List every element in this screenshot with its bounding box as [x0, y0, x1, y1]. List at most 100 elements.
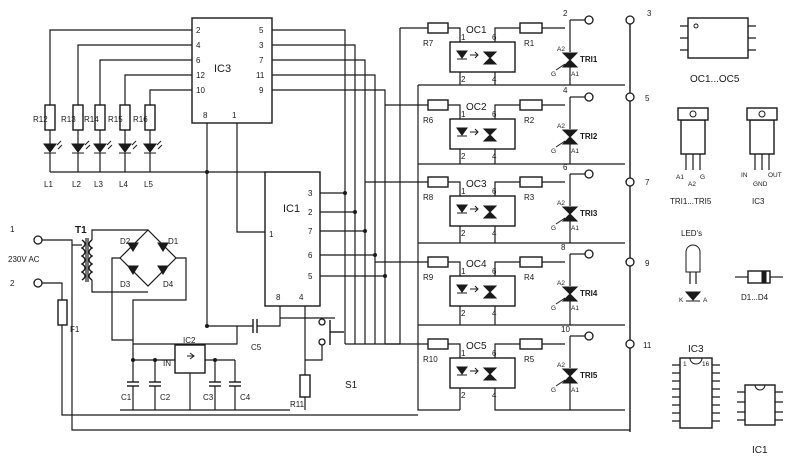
legend-pin: GND [753, 181, 768, 188]
ic1-pin: 4 [299, 293, 304, 302]
transformer-label: T1 [75, 225, 87, 236]
output-channel-4: R9 OC4 1 6 2 4 R4 A2 G A1 TRI4 8 [423, 243, 598, 325]
diode-label: D3 [120, 280, 131, 289]
regulator-pin-label: IN [163, 359, 171, 368]
led-label: L4 [119, 180, 128, 189]
switch-s1: S1 R11 [280, 317, 358, 410]
ic3-pin: 1 [232, 111, 237, 120]
led-channel: R13 L2 [61, 104, 91, 189]
diode-label: D4 [163, 280, 174, 289]
legend-pin: OUT [768, 172, 782, 179]
terminal-label: 7 [645, 178, 650, 187]
ic3-pin: 2 [196, 26, 201, 35]
resistor-label: R8 [423, 193, 434, 202]
legend-pin: G [700, 174, 705, 181]
transformer-t1: T1 [72, 225, 148, 293]
oc-pin: 2 [461, 309, 466, 318]
ic3-label: IC3 [214, 63, 231, 75]
triac-pin: G [551, 71, 556, 78]
terminal-label: 10 [561, 325, 570, 334]
oc-input-bus [365, 27, 625, 411]
ic3-pin: 6 [196, 56, 201, 65]
optocoupler-label: OC2 [466, 102, 487, 113]
mains-input: 1 2 230V AC F1 [8, 225, 630, 431]
legend-led: LED's K A [679, 229, 708, 304]
output-rail: 3 5 7 9 11 [625, 9, 652, 432]
resistor-label: R10 [423, 355, 438, 364]
legend-ic3-dip: IC3 1 16 [672, 344, 720, 429]
optocoupler-label: OC5 [466, 341, 487, 352]
triac-label: TRI5 [580, 371, 598, 380]
oc-pin: 1 [461, 110, 466, 119]
legend-pin: IN [741, 172, 748, 179]
triac-label: TRI1 [580, 55, 598, 64]
ic3-led-wires [49, 29, 192, 105]
capacitor-label: C1 [121, 393, 132, 402]
terminal-label: 9 [645, 259, 650, 268]
triac-pin: A2 [557, 200, 565, 207]
legend-pin: A1 [676, 174, 684, 181]
led-section: R12 L1 R13 L2 R14 L3 [33, 104, 265, 189]
optocoupler-label: OC4 [466, 259, 487, 270]
regulator-label: IC2 [183, 336, 196, 345]
diode-label: D2 [120, 237, 131, 246]
capacitor-label: C2 [160, 393, 171, 402]
diode-label: D1 [168, 237, 179, 246]
legend-label: IC3 [752, 197, 765, 206]
resistor-label: R11 [290, 400, 305, 409]
capacitor-label: C5 [251, 343, 262, 352]
ic3-bottom-wires [205, 123, 265, 328]
legend-label: IC1 [752, 445, 768, 456]
capacitor-label: C3 [203, 393, 214, 402]
terminal-label: 1 [10, 225, 15, 234]
ic3-pin: 8 [203, 111, 208, 120]
resistor-label: R13 [61, 115, 76, 124]
led-channel: R15 L4 [108, 104, 138, 189]
legend-label: TRI1...TRI5 [670, 197, 712, 206]
terminal-label: 2 [563, 9, 568, 18]
led-channel: R12 L1 [33, 104, 63, 189]
bridge-rectifier: D2 D1 D3 D4 [111, 229, 187, 378]
oc-pin: 1 [461, 267, 466, 276]
oc-pin: 2 [461, 229, 466, 238]
resistor-label: R1 [524, 39, 535, 48]
legend-pin: A2 [688, 181, 696, 188]
terminal-label: 8 [561, 243, 566, 252]
triac-pin: A1 [571, 305, 579, 312]
resistor-label: R14 [84, 115, 99, 124]
ic1-chip: IC1 1 3 2 7 6 5 8 4 [264, 171, 321, 307]
ic3-chip: IC3 2 4 6 12 10 5 3 7 11 9 8 1 [191, 17, 273, 124]
ic1-pin: 3 [308, 189, 313, 198]
legend-label: LED's [681, 229, 702, 238]
resistor-label: R5 [524, 355, 535, 364]
resistor-label: R3 [524, 193, 535, 202]
led-label: L5 [144, 180, 153, 189]
legend-label: D1...D4 [741, 293, 769, 302]
triac-pin: G [551, 148, 556, 155]
capacitors: C1 C2 C3 C4 C5 [120, 306, 306, 411]
terminal-label: 11 [643, 341, 652, 350]
ic3-to-oc-wires [272, 29, 386, 344]
resistor-label: R4 [524, 273, 535, 282]
triac-label: TRI4 [580, 289, 598, 298]
triac-pin: A2 [557, 362, 565, 369]
terminal-label: 3 [647, 9, 652, 18]
ic1-pin: 5 [308, 272, 313, 281]
mains-label: 230V AC [8, 255, 40, 264]
led-label: L2 [72, 180, 81, 189]
terminal-label: 5 [645, 94, 650, 103]
terminal-label: 6 [563, 163, 568, 172]
ic3-pin: 12 [196, 71, 205, 80]
output-channel-5: R10 OC5 1 6 2 4 R5 A2 G A1 TRI5 10 [423, 325, 625, 411]
triac-label: TRI3 [580, 209, 598, 218]
triac-label: TRI2 [580, 132, 598, 141]
legend-triac-package: A1 A2 G TRI1...TRI5 [670, 107, 712, 206]
triac-pin: A1 [571, 225, 579, 232]
resistor-label: R2 [524, 116, 535, 125]
led-channel: R14 L3 [84, 104, 113, 189]
ic3-pin: 4 [196, 41, 201, 50]
output-channel-2: R6 OC2 1 6 2 4 R2 A2 G A1 TRI2 4 [423, 86, 598, 164]
oc-pin: 1 [461, 33, 466, 42]
oc-pin: 1 [461, 187, 466, 196]
